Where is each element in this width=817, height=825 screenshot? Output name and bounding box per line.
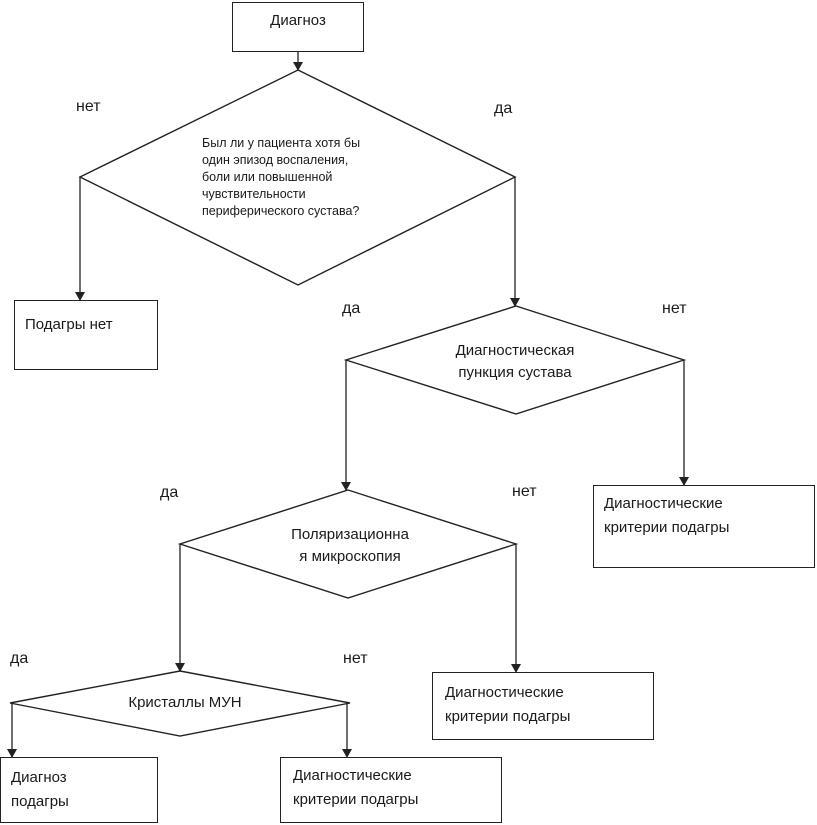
node-criteria-1-line-2: критерии подагры [604,519,730,536]
decision-diamond-joint-episode [78,69,517,286]
node-criteria-3-line-1: Диагностические [293,767,412,784]
edge-label-q2-no: нет [662,300,687,317]
node-criteria-2: Диагностические критерии подагры [432,672,654,740]
q2-line-2: пункция сустава [458,364,572,381]
node-criteria-2-line-2: критерии подагры [445,708,571,725]
decision-diamond-polarization [177,489,519,599]
node-diagnosis-gout: Диагноз подагры [0,757,158,823]
decision-diamond-crystals [9,670,351,737]
q1-line-4: чувствительности [202,187,306,201]
edge-label-q1-yes: да [494,100,513,117]
edge-label-q3-no: нет [512,483,537,500]
node-diagnosis-gout-line-1: Диагноз [11,769,67,786]
node-no-gout-label: Подагры нет [25,316,113,333]
node-criteria-3: Диагностические критерии подагры [280,757,502,823]
edge-label-q3-yes: да [160,484,179,501]
node-criteria-2-line-1: Диагностические [445,684,564,701]
q2-line-1: Диагностическая [455,342,575,359]
node-diagnosis-gout-line-2: подагры [11,793,69,810]
q1-line-1: Был ли у пациента хотя бы [202,136,361,150]
q1-line-3: боли или повышенной [202,170,333,184]
node-criteria-3-line-2: критерии подагры [293,791,419,808]
edge-label-q4-no: нет [343,650,368,667]
start-node-label: Диагноз [270,12,326,29]
q3-line-2: я микроскопия [299,548,401,565]
decision-diamond-joint-puncture [343,305,687,415]
edge-label-q4-yes: да [10,650,29,667]
q3-line-1: Поляризационна [291,526,409,543]
edge-label-q2-yes: да [342,300,361,317]
q4-label: Кристаллы МУН [128,694,242,711]
q1-line-5: периферического сустава? [202,204,360,218]
node-criteria-1-line-1: Диагностические [604,495,723,512]
edge-label-q1-no: нет [76,98,101,115]
start-node-diagnosis: Диагноз [232,2,364,52]
node-criteria-1: Диагностические критерии подагры [593,485,815,568]
q1-line-2: один эпизод воспаления, [202,153,349,167]
node-no-gout: Подагры нет [14,300,158,370]
